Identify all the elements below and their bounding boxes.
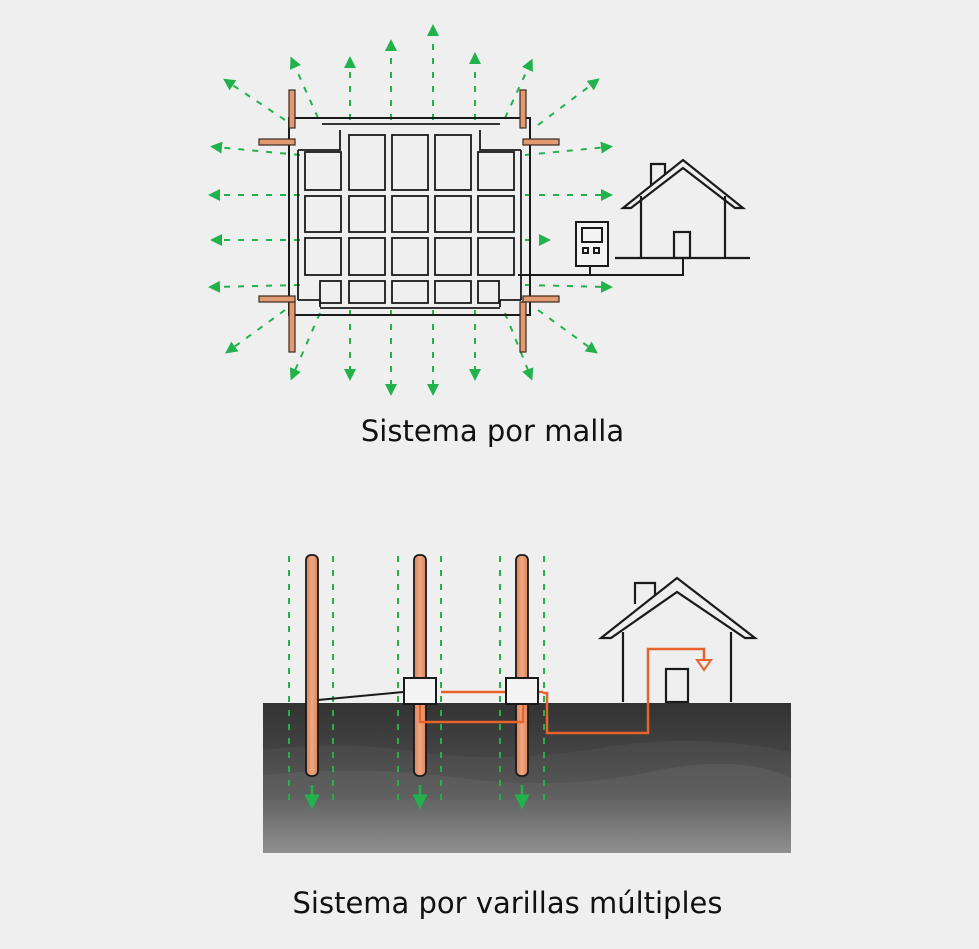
corner-rods <box>258 89 560 353</box>
grid-cell <box>304 151 342 191</box>
junction-boxes <box>403 677 539 705</box>
grounding-grid <box>288 117 531 316</box>
multi-rod-system-caption: Sistema por varillas múltiples <box>292 886 723 920</box>
mesh-system-caption: Sistema por malla <box>360 414 625 448</box>
ground-symbol-icon <box>695 659 713 672</box>
current-dissipation-arrows <box>208 24 613 396</box>
house-icon <box>615 158 750 260</box>
meter-box <box>575 221 609 267</box>
house-icon <box>597 576 759 704</box>
ground-wire <box>518 258 684 276</box>
